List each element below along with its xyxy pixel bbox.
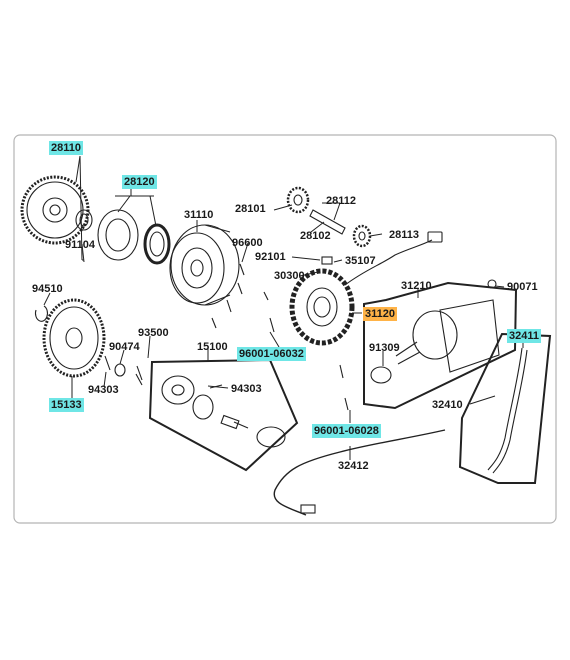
part-label-94303-a[interactable]: 94303 <box>88 384 119 396</box>
part-label-31210[interactable]: 31210 <box>401 280 432 292</box>
part-label-32412[interactable]: 32412 <box>338 460 369 472</box>
part-label-28102[interactable]: 28102 <box>300 230 331 242</box>
starter-clutch-drawing <box>97 209 171 265</box>
part-label-91104[interactable]: 91104 <box>65 239 95 251</box>
shaft-drawing <box>309 209 346 235</box>
drive-gear-drawing <box>42 298 106 378</box>
part-label-93500[interactable]: 93500 <box>138 327 169 339</box>
oil-pump-drawing <box>161 375 286 448</box>
part-label-15133[interactable]: 15133 <box>49 398 84 412</box>
circlip-drawing <box>34 305 49 322</box>
idle-gear-drawing <box>286 186 310 214</box>
part-label-28120[interactable]: 28120 <box>122 175 157 189</box>
part-label-32410[interactable]: 32410 <box>432 399 463 411</box>
part-label-30300[interactable]: 30300 <box>274 270 305 282</box>
reduction-gear-drawing <box>352 224 372 248</box>
part-label-92101[interactable]: 92101 <box>255 251 286 263</box>
part-label-15100[interactable]: 15100 <box>197 341 228 353</box>
part-label-96600[interactable]: 96600 <box>232 237 263 249</box>
group-box-32410 <box>458 332 552 484</box>
group-box-31210 <box>363 281 518 410</box>
part-label-90071[interactable]: 90071 <box>507 281 538 293</box>
leader-lines <box>43 155 524 460</box>
part-label-31120[interactable]: 31120 <box>363 307 397 321</box>
part-label-91309[interactable]: 91309 <box>369 342 400 354</box>
pulser-wire-drawing <box>321 231 443 286</box>
part-label-32411[interactable]: 32411 <box>507 329 541 343</box>
stator-drawing <box>289 268 355 346</box>
part-label-90474[interactable]: 90474 <box>109 341 140 353</box>
part-label-94510[interactable]: 94510 <box>32 283 63 295</box>
bolt-drawings <box>211 263 349 411</box>
starter-cable-drawing <box>487 347 528 474</box>
long-cable-drawing <box>273 429 446 516</box>
part-label-96001-06032[interactable]: 96001-06032 <box>237 347 306 361</box>
cable-connector-drawing <box>300 504 316 514</box>
pin-and-washer-drawings <box>104 355 143 386</box>
starter-motor-drawing <box>370 279 500 384</box>
part-label-28110[interactable]: 28110 <box>49 141 83 155</box>
part-label-94303-b[interactable]: 94303 <box>231 383 262 395</box>
part-label-31110[interactable]: 31110 <box>184 209 214 221</box>
part-label-28101[interactable]: 28101 <box>235 203 266 215</box>
ring-gear-drawing <box>20 175 90 245</box>
part-label-28112[interactable]: 28112 <box>326 195 356 207</box>
bearing-drawing <box>75 209 93 231</box>
part-label-35107[interactable]: 35107 <box>345 255 376 267</box>
diagram-frame <box>13 134 557 524</box>
flywheel-rotor-drawing <box>169 224 240 306</box>
part-label-96001-06028[interactable]: 96001-06028 <box>312 424 381 438</box>
part-label-28113[interactable]: 28113 <box>389 229 419 241</box>
